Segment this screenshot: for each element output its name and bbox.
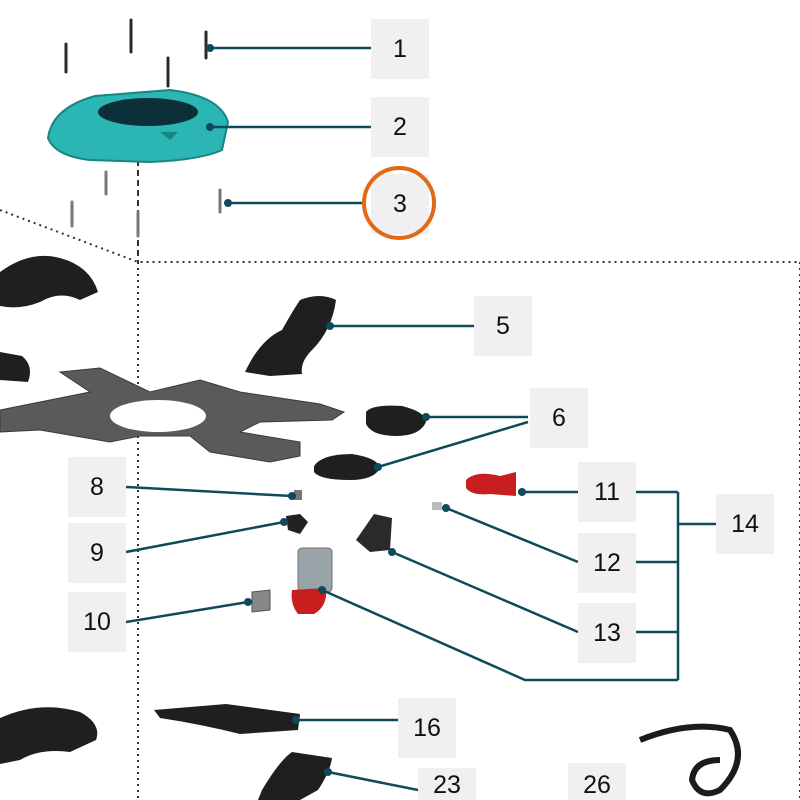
callout-9: 9: [68, 523, 126, 583]
callout-11: 11: [578, 462, 636, 522]
motor-latch-icon: [291, 472, 516, 614]
callout-8: 8: [68, 457, 126, 517]
callout-10: 10: [68, 592, 126, 652]
callout-14: 14: [716, 494, 774, 554]
arm-cover-icon: [0, 255, 426, 800]
callout-5: 5: [474, 296, 532, 356]
cable-icon: [638, 723, 741, 797]
callout-12: 12: [578, 533, 636, 593]
bracket-icon: [251, 490, 442, 613]
highlight-ring: [362, 166, 436, 240]
callout-23: 23: [418, 768, 476, 800]
screw-icon: [64, 18, 222, 238]
callout-2: 2: [371, 97, 429, 157]
callout-26: 26: [568, 763, 626, 800]
assembly-outline: [0, 150, 800, 800]
callout-16: 16: [398, 698, 456, 758]
top-cover-icon: [46, 88, 230, 164]
callout-1: 1: [371, 19, 429, 79]
leader-dots: [206, 44, 526, 776]
callout-13: 13: [578, 603, 636, 663]
frame-plate-icon: [0, 367, 346, 463]
callout-6: 6: [530, 388, 588, 448]
leader-lines: [125, 46, 716, 792]
